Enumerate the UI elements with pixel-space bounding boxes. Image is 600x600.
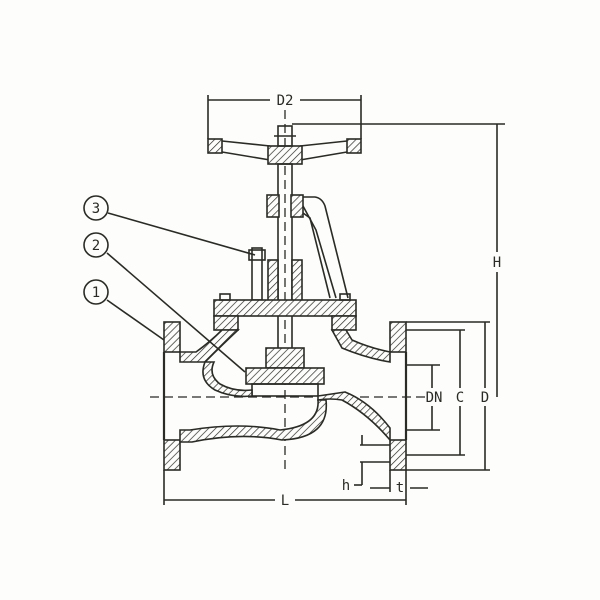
dim-label-c: C	[456, 390, 464, 406]
dim-label-h: H	[493, 255, 501, 271]
dim-label-dn: DN	[426, 390, 443, 406]
dim-label-d2: D2	[277, 93, 294, 109]
callouts	[83, 195, 256, 373]
callout-1: 1	[92, 285, 100, 301]
valve-disc	[245, 347, 325, 397]
yoke	[266, 194, 349, 299]
dimension-lines	[163, 95, 505, 505]
dim-label-d: D	[481, 390, 489, 406]
dim-label-l: L	[281, 493, 289, 509]
callout-2: 2	[92, 238, 100, 254]
valve-body	[162, 321, 408, 471]
dim-label-t: t	[396, 480, 404, 496]
bonnet	[213, 293, 357, 331]
callout-3: 3	[92, 201, 100, 217]
dim-label-h-hole: h	[342, 478, 350, 494]
gland	[248, 247, 303, 303]
handwheel	[207, 125, 362, 165]
